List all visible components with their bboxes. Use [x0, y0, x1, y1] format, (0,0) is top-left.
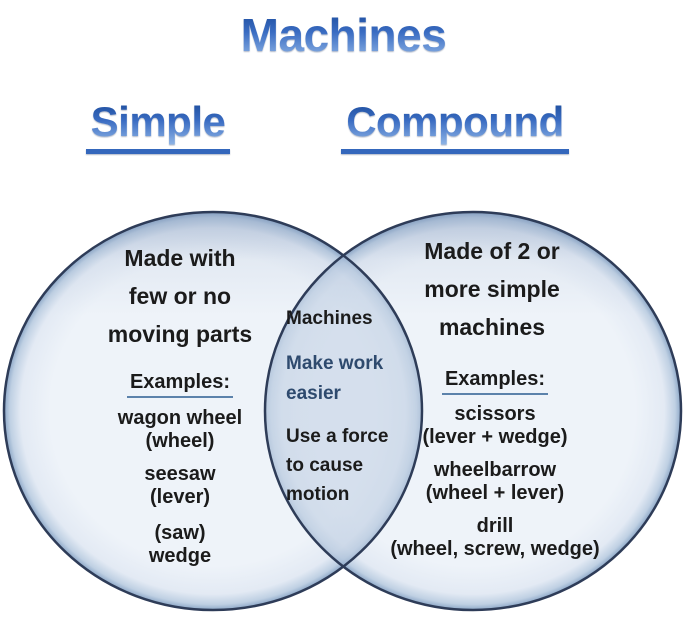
- example-line: (saw): [154, 522, 206, 544]
- compound-description: Made of 2 or more simple machines: [380, 232, 604, 346]
- simple-description: Made with few or no moving parts: [68, 239, 292, 353]
- compound-examples: Examples: scissors (lever + wedge) wheel…: [372, 368, 618, 561]
- example-line: (lever): [149, 486, 211, 508]
- intersection-line: motion: [286, 484, 350, 505]
- example-line: (wheel): [145, 430, 215, 452]
- simple-examples-label: Examples:: [126, 372, 234, 398]
- intersection-text: Machines Make work easier Use a force to…: [286, 306, 408, 509]
- example-line: wheelbarrow: [433, 459, 557, 481]
- heading-compound-label: Compound: [341, 97, 569, 154]
- example-line: seesaw: [144, 463, 216, 485]
- simple-examples: Examples: wagon wheel (wheel) seesaw (le…: [70, 371, 290, 568]
- compound-description-line: Made of 2 or: [424, 238, 560, 264]
- intersection-line: easier: [286, 383, 341, 404]
- simple-description-line: few or no: [128, 283, 232, 309]
- example-line: (wheel + lever): [425, 482, 565, 504]
- intersection-line: Make work: [286, 353, 384, 374]
- intersection-region: [265, 212, 422, 610]
- intersection-group: Use a force to cause motion: [286, 422, 408, 509]
- example-item: wagon wheel (wheel): [70, 407, 290, 453]
- example-item: (saw) wedge: [70, 522, 290, 568]
- page-title: Machines: [0, 6, 687, 64]
- intersection-group: Make work easier: [286, 349, 408, 409]
- intersection-group: Machines: [286, 306, 408, 332]
- compound-circle-outline: [263, 210, 683, 612]
- example-item: seesaw (lever): [70, 463, 290, 509]
- example-item: drill (wheel, screw, wedge): [372, 515, 618, 561]
- compound-description-line: more simple: [424, 276, 560, 302]
- example-line: wagon wheel: [117, 407, 243, 429]
- example-line: drill: [476, 515, 514, 537]
- heading-simple-label: Simple: [85, 97, 231, 154]
- compound-description-line: machines: [438, 314, 546, 340]
- simple-circle-outline: [2, 210, 424, 612]
- example-item: wheelbarrow (wheel + lever): [372, 459, 618, 505]
- heading-simple: Simple: [58, 97, 258, 154]
- simple-description-line: moving parts: [107, 321, 253, 347]
- intersection-line: Machines: [286, 308, 373, 329]
- heading-compound: Compound: [330, 97, 580, 154]
- compound-examples-label: Examples:: [441, 369, 549, 395]
- example-item: scissors (lever + wedge): [372, 403, 618, 449]
- intersection-line: Use a force: [286, 426, 389, 447]
- example-line: (wheel, screw, wedge): [390, 538, 600, 560]
- example-line: (lever + wedge): [422, 426, 568, 448]
- simple-description-line: Made with: [124, 245, 236, 271]
- intersection-line: to cause: [286, 455, 364, 476]
- example-line: wedge: [148, 545, 212, 567]
- example-line: scissors: [454, 403, 536, 425]
